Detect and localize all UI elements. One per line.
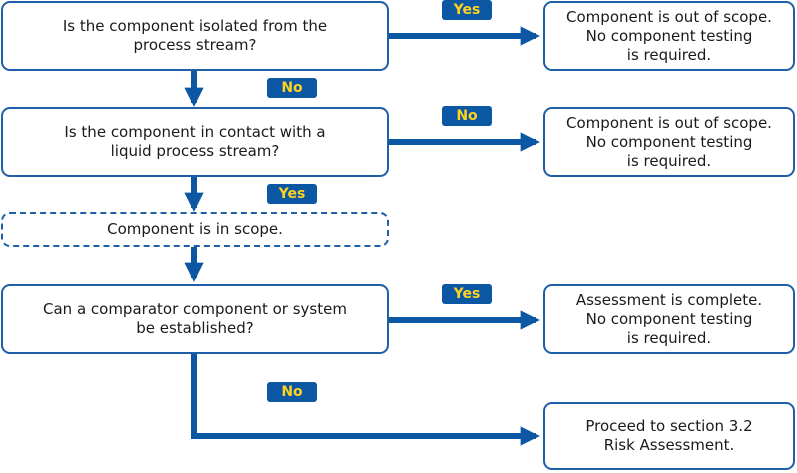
outcome-assessment-complete: Assessment is complete. No component tes… <box>543 284 795 354</box>
question-comparator-text: Can a comparator component or system be … <box>43 300 347 337</box>
badge-contact-no: No <box>442 106 492 126</box>
question-contact-text: Is the component in contact with a liqui… <box>64 123 326 160</box>
badge-comparator-no: No <box>267 382 317 402</box>
question-comparator: Can a comparator component or system be … <box>1 284 389 354</box>
badge-isolated-no: No <box>267 78 317 98</box>
badge-contact-yes: Yes <box>267 184 317 204</box>
in-scope-box: Component is in scope. <box>1 212 389 247</box>
question-contact: Is the component in contact with a liqui… <box>1 107 389 177</box>
outcome-assessment-complete-text: Assessment is complete. No component tes… <box>575 290 763 347</box>
badge-comparator-yes: Yes <box>442 284 492 304</box>
outcome-out-of-scope-1-text: Component is out of scope. No component … <box>566 7 772 64</box>
outcome-proceed-text: Proceed to section 3.2 Risk Assessment. <box>585 417 753 454</box>
outcome-out-of-scope-2-text: Component is out of scope. No component … <box>566 113 772 170</box>
badge-isolated-yes: Yes <box>442 0 492 20</box>
in-scope-text: Component is in scope. <box>107 220 283 238</box>
question-isolated-text: Is the component isolated from the proce… <box>62 17 328 54</box>
outcome-proceed: Proceed to section 3.2 Risk Assessment. <box>543 402 795 470</box>
arrow-comparator-to-proceed <box>191 354 540 446</box>
question-isolated: Is the component isolated from the proce… <box>1 1 389 71</box>
outcome-out-of-scope-1: Component is out of scope. No component … <box>543 1 795 71</box>
outcome-out-of-scope-2: Component is out of scope. No component … <box>543 107 795 177</box>
